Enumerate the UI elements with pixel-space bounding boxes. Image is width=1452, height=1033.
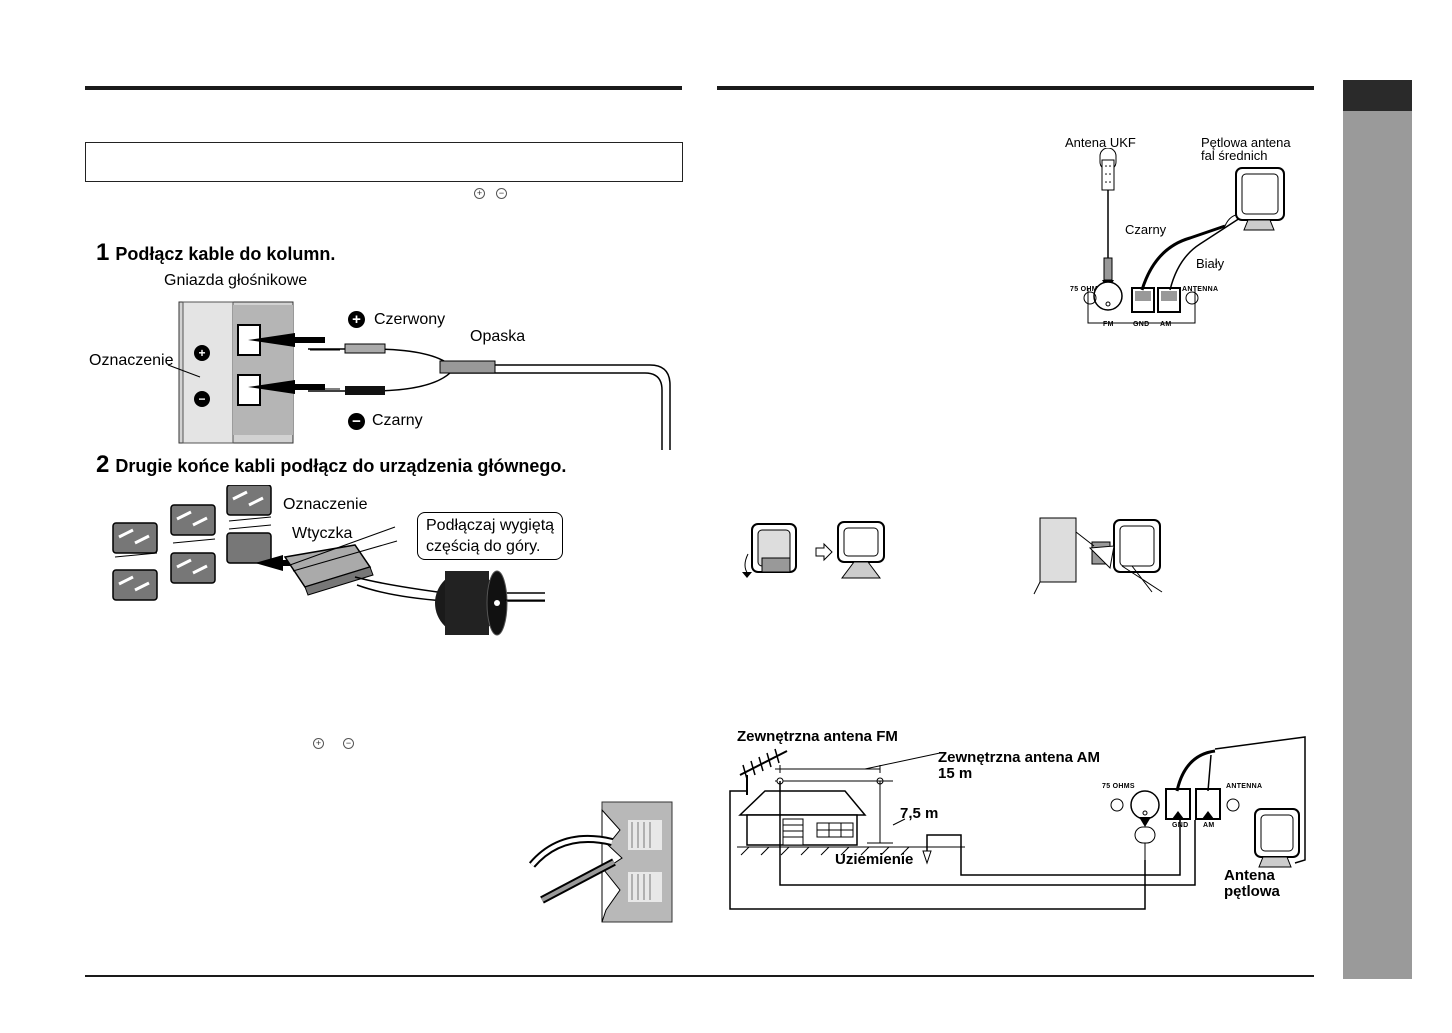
- side-tab-header: [1343, 80, 1412, 111]
- plus-symbol-icon: +: [474, 188, 485, 199]
- panel-am-label: AM: [1160, 321, 1172, 328]
- panel-antenna-label: ANTENNA: [1182, 286, 1219, 293]
- ext-am-label-2: 15 m: [938, 765, 973, 782]
- red-wire-label: Czerwony: [374, 311, 446, 328]
- svg-text:+: +: [198, 346, 205, 360]
- outdoor-antenna-diagram: [729, 736, 1306, 910]
- height-label: 7,5 m: [900, 805, 939, 822]
- main-unit-terminals-diagram: [112, 485, 545, 636]
- callout-line-2: częścią do góry.: [426, 538, 541, 555]
- panel-75ohms-label: 75 OHMS: [1070, 286, 1103, 293]
- white-wire-label-am: Biały: [1196, 256, 1225, 271]
- loop-antenna-label-2: pętlowa: [1224, 883, 1280, 900]
- minus-marker-icon: −: [348, 413, 365, 430]
- minus-symbol-icon: −: [496, 188, 507, 199]
- loop-antenna-label-1: Antena: [1224, 867, 1275, 884]
- wall-mounted-loop-antenna-illustration: [1033, 517, 1163, 595]
- left-top-rule: [85, 86, 682, 90]
- am-loop-label-2: fal średnich: [1201, 148, 1268, 163]
- antenna-connection-diagram: [1083, 148, 1285, 324]
- connection-tip-callout: Podłączaj wygiętą częścią do góry.: [417, 512, 564, 560]
- panel-75ohms-label-2: 75 OHMS: [1102, 783, 1135, 790]
- plug-label: Wtyczka: [292, 525, 353, 542]
- panel-gnd-label: GND: [1133, 321, 1150, 328]
- speaker-terminals-label: Gniazda głośnikowe: [164, 272, 308, 289]
- right-top-rule: [717, 86, 1314, 90]
- callout-line-1: Podłączaj wygiętą: [426, 517, 555, 534]
- speaker-connection-diagram: + −: [167, 301, 671, 450]
- band-label: Opaska: [470, 328, 526, 345]
- ext-am-label-1: Zewnętrzna antena AM: [938, 749, 1100, 766]
- ext-fm-label: Zewnętrzna antena FM: [737, 728, 898, 745]
- plus-marker-icon: +: [348, 311, 365, 328]
- loop-antenna-assembly-illustration: [742, 521, 885, 579]
- wire-short-warning-illustration: [528, 801, 673, 923]
- marking-label-2: Oznaczenie: [283, 496, 368, 513]
- step-2-number: 2: [96, 451, 110, 478]
- black-wire-label: Czarny: [372, 412, 423, 429]
- svg-text:−: −: [198, 392, 205, 406]
- marking-label: Oznaczenie: [89, 352, 174, 369]
- am-loop-label-1: Pętlowa antena: [1201, 135, 1291, 150]
- side-tab: [1343, 111, 1412, 979]
- step-1-number: 1: [96, 239, 110, 266]
- minus-symbol-icon-2: −: [343, 738, 354, 749]
- panel-fm-label: FM: [1103, 321, 1114, 328]
- panel-am-label-2: AM: [1203, 822, 1215, 829]
- panel-antenna-label-2: ANTENNA: [1226, 783, 1263, 790]
- note-box: [85, 142, 683, 182]
- bottom-rule: [85, 975, 1314, 977]
- plus-symbol-icon-2: +: [313, 738, 324, 749]
- step-2-text: Drugie końce kabli podłącz do urządzenia…: [115, 456, 567, 476]
- step-1-text: Podłącz kable do kolumn.: [115, 244, 336, 264]
- ground-label: Uziemienie: [835, 851, 914, 868]
- fm-antenna-label: Antena UKF: [1065, 135, 1136, 150]
- black-wire-label-am: Czarny: [1125, 222, 1167, 237]
